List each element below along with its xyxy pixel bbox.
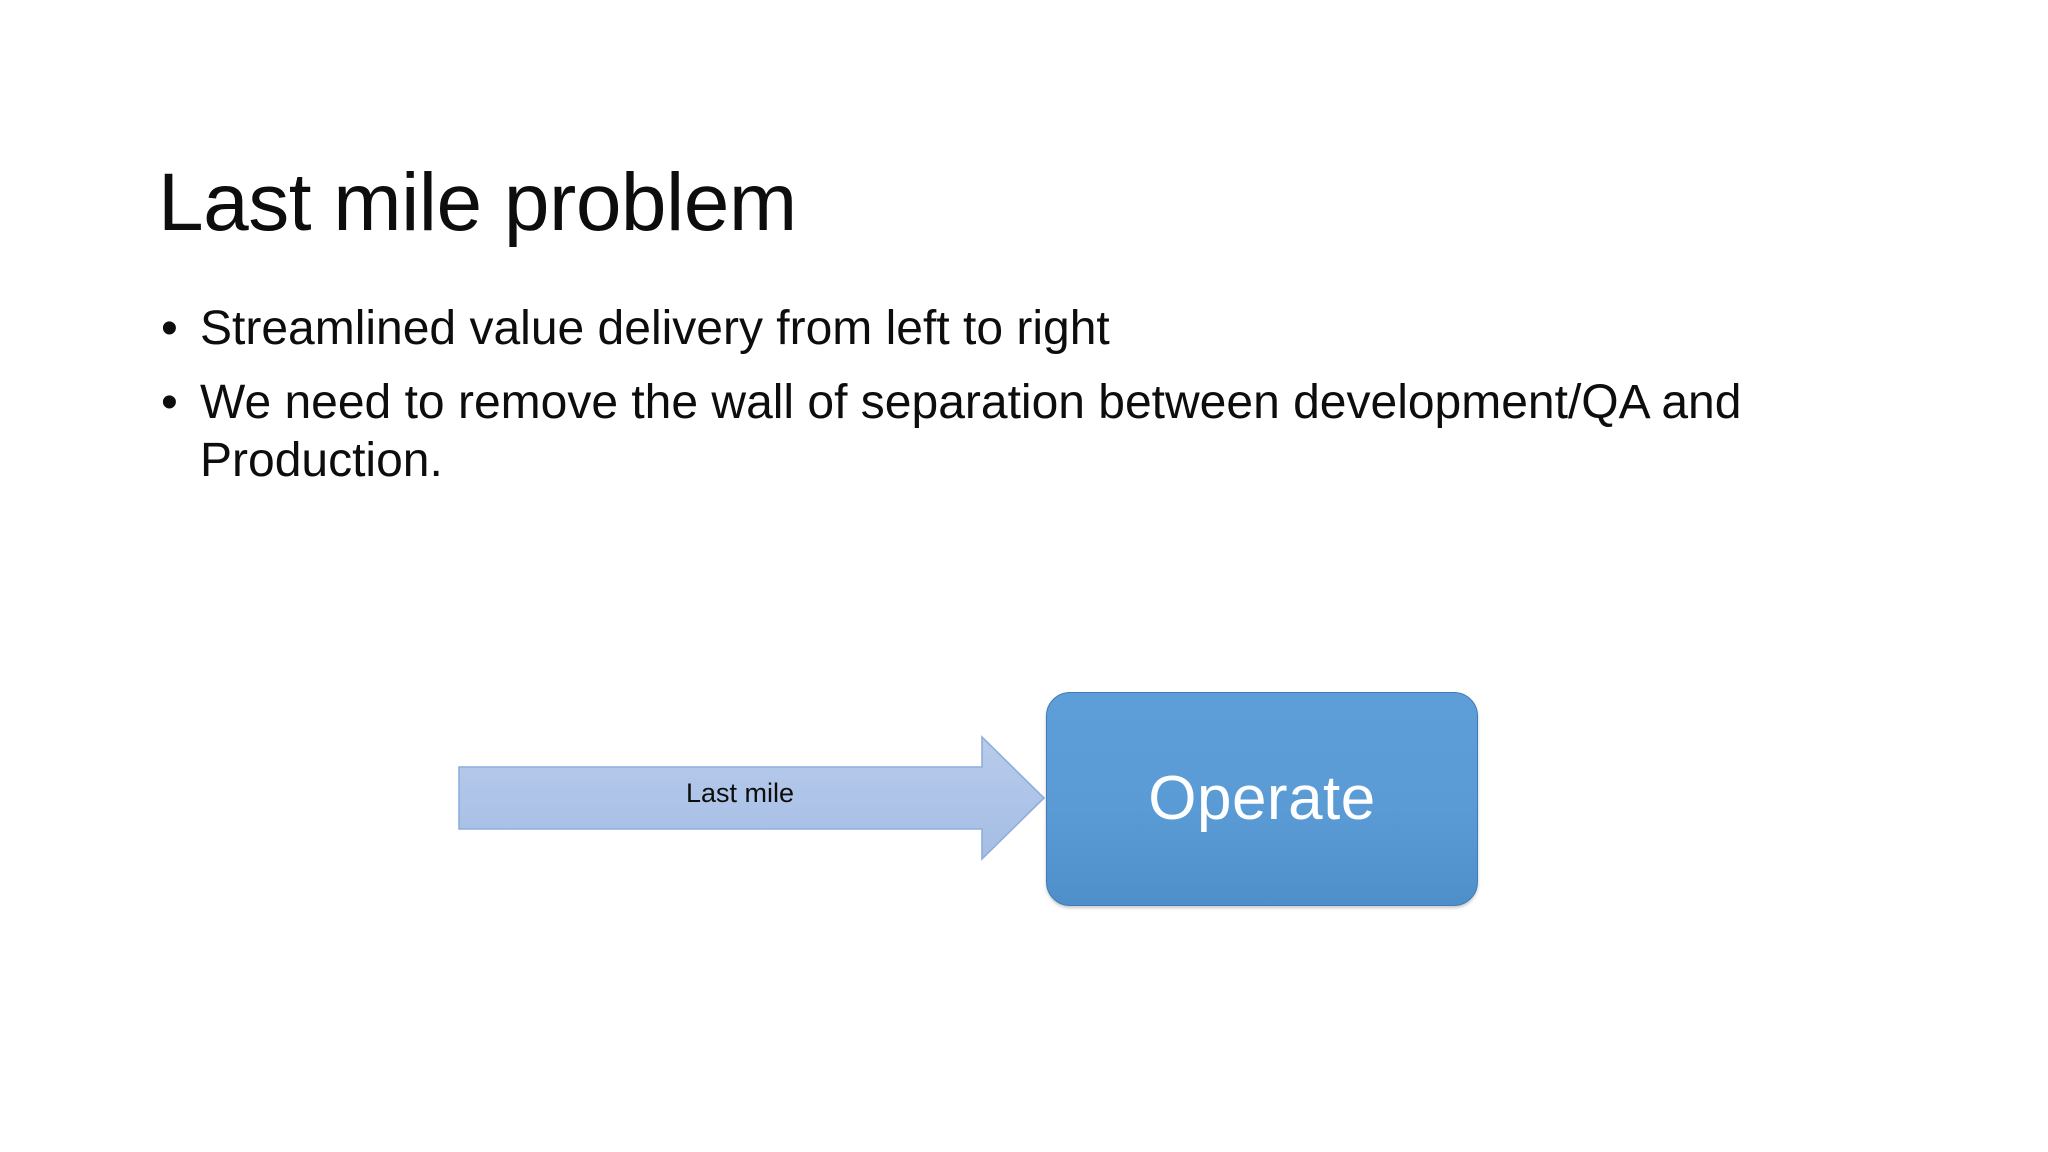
bullet-marker: • [161, 302, 178, 355]
list-item: • We need to remove the wall of separati… [155, 374, 1855, 490]
bullet-list: • Streamlined value delivery from left t… [155, 300, 1855, 506]
list-item: • Streamlined value delivery from left t… [155, 300, 1855, 358]
arrow-label: Last mile [685, 778, 795, 808]
bullet-marker: • [161, 376, 178, 430]
operate-node-label: Operate [1148, 764, 1376, 833]
list-item-text: We need to remove the wall of separation… [200, 376, 1742, 488]
operate-node: Operate [1046, 692, 1478, 906]
right-arrow-icon [458, 735, 1046, 861]
list-item-text: Streamlined value delivery from left to … [200, 302, 1110, 355]
page-title: Last mile problem [158, 156, 797, 248]
